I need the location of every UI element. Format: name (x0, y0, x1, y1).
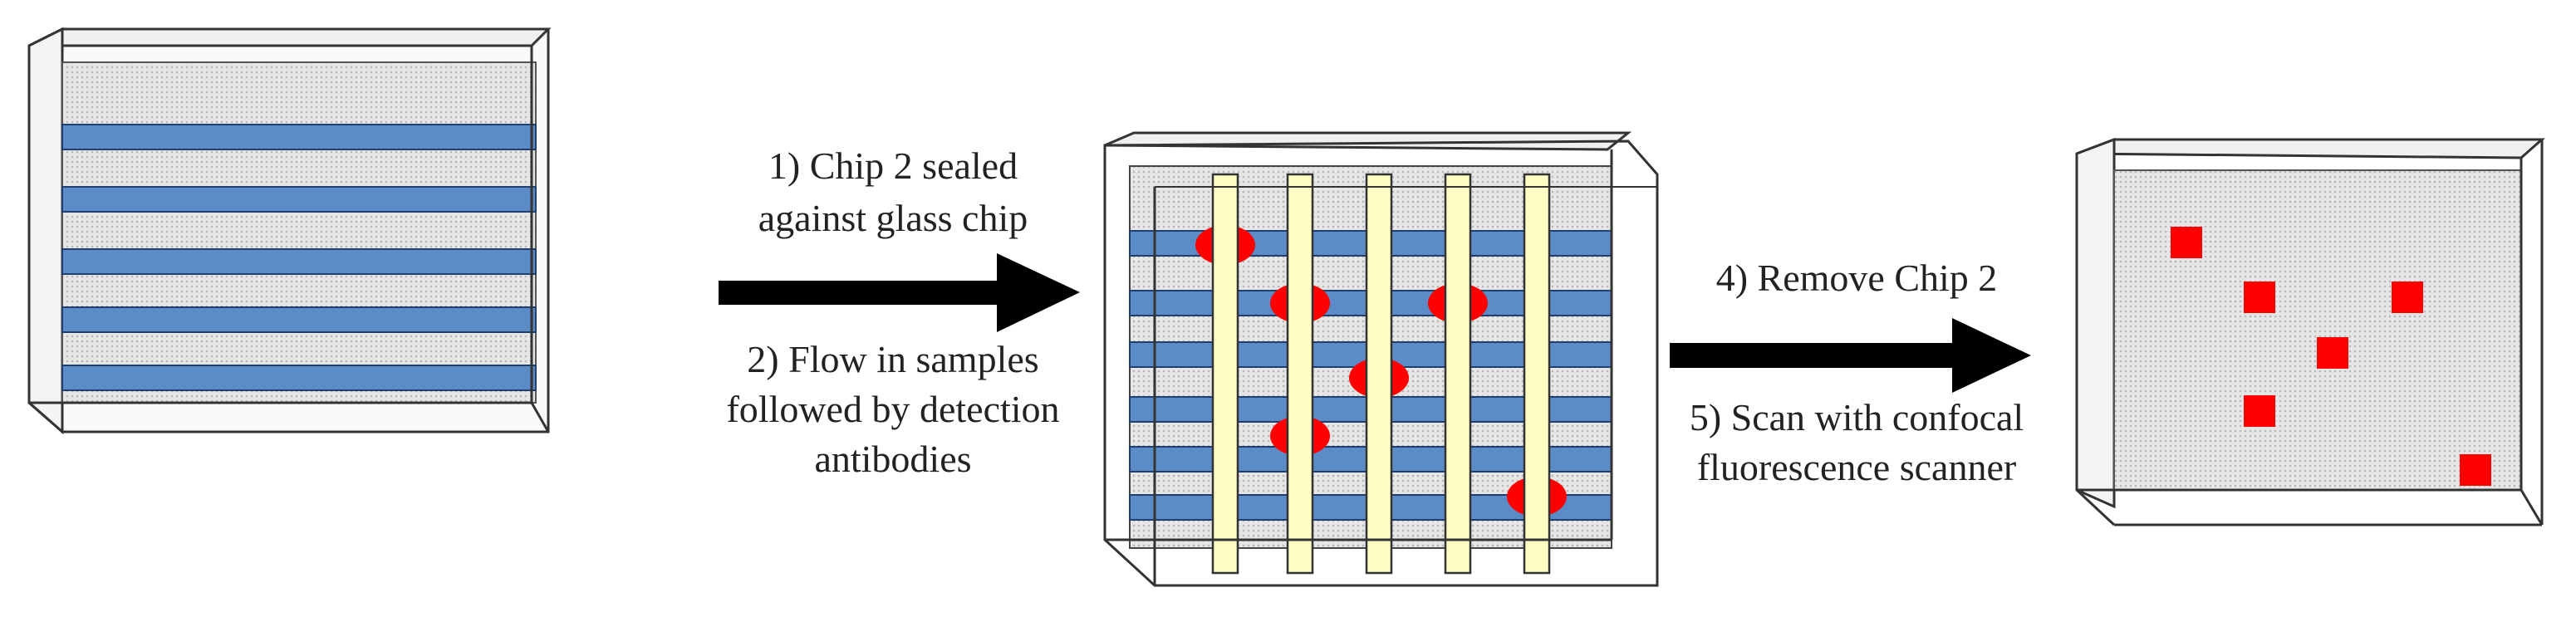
step4-label: 4) Remove Chip 2 (1716, 257, 1998, 299)
step5-line1: 5) Scan with confocal (1690, 396, 2024, 438)
glass-chip-panel (27, 27, 552, 435)
channel-2 (61, 186, 537, 213)
fluorescent-spot-3 (2392, 282, 2423, 313)
channel-1 (61, 124, 537, 150)
right-arrow-icon (719, 253, 1080, 332)
step2-line1: 2) Flow in samples (747, 338, 1038, 380)
step1-line2: against glass chip (758, 197, 1028, 239)
sealed-chip-panel (1103, 131, 1659, 587)
flow-strip-3 (1365, 173, 1393, 575)
step-1-2-annotation: 1) Chip 2 sealed against glass chip 2) F… (719, 144, 1080, 480)
scanned-chip-top-face (2076, 138, 2545, 159)
glass-chip-top-face (28, 27, 552, 47)
scanned-chip-surface (2113, 169, 2522, 491)
glass-chip-left-face (27, 27, 64, 435)
fluorescent-spot-6 (2460, 454, 2491, 486)
step-4-5-annotation: 4) Remove Chip 2 5) Scan with confocal f… (1670, 257, 2031, 488)
channel-3 (61, 248, 537, 275)
chip2-strips (1211, 173, 1551, 575)
scanned-chip-panel (2075, 137, 2545, 526)
fluorescent-spot-5 (2244, 395, 2275, 427)
flow-strip-1 (1211, 173, 1239, 575)
glass-chip-channels (61, 124, 537, 391)
step5-line2: fluorescence scanner (1697, 446, 2016, 488)
right-arrow-icon (1670, 318, 2031, 393)
flow-strip-2 (1286, 173, 1314, 575)
flow-strip-5 (1523, 173, 1551, 575)
glass-chip-surface (61, 61, 537, 404)
step2-line2: followed by detection (726, 388, 1059, 430)
step1-line1: 1) Chip 2 sealed (768, 144, 1018, 187)
channel-4 (61, 306, 537, 333)
fluorescent-spot-2 (2244, 282, 2275, 313)
fluorescent-spot-4 (2317, 337, 2348, 369)
flow-strip-4 (1444, 173, 1472, 575)
channel-5 (61, 365, 537, 391)
step2-line3: antibodies (814, 438, 971, 480)
scanned-chip-left-face (2075, 137, 2116, 509)
fluorescent-spot-1 (2171, 227, 2202, 258)
fluorescent-spots (2171, 227, 2491, 486)
